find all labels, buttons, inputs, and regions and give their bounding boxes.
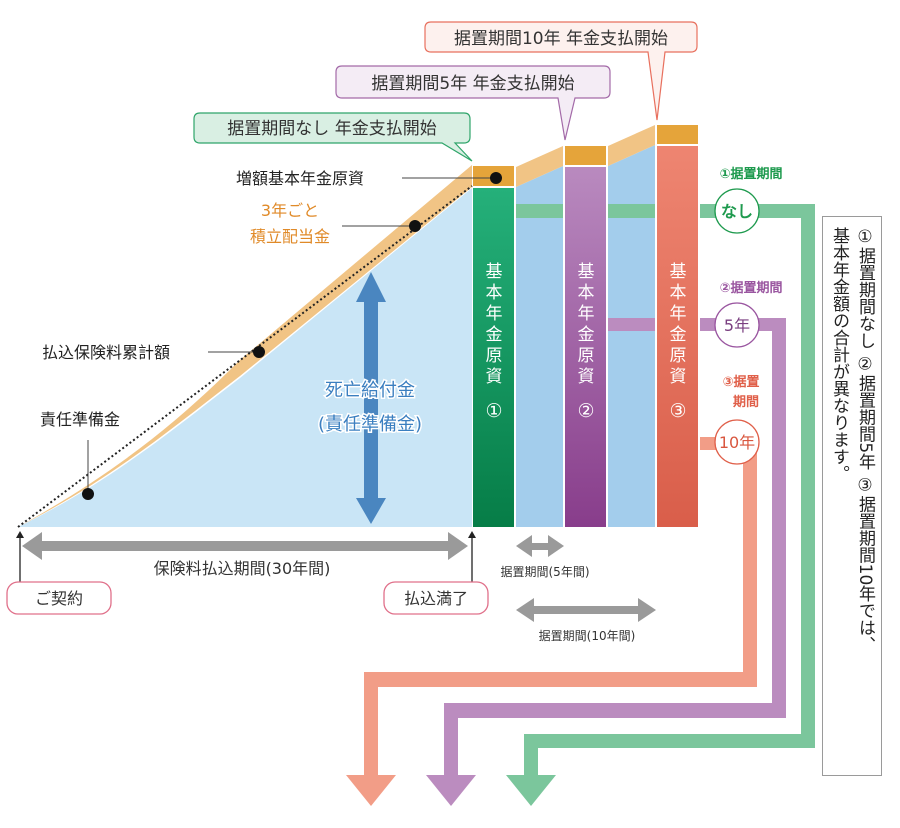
payment-complete-badge	[383, 581, 489, 615]
svg-text:資: 資	[578, 367, 595, 387]
cumulative-premium-label: 払込保険料累計額	[42, 343, 170, 362]
contract-marker	[16, 531, 24, 582]
death-benefit-label-1: 死亡給付金	[325, 380, 415, 401]
cumulative-premium-dot	[253, 346, 265, 358]
callout-5-bubble	[335, 65, 611, 141]
callout-10-bubble	[424, 21, 698, 121]
svg-text:本: 本	[670, 283, 687, 303]
green-down-arrow	[506, 775, 556, 806]
bar-3	[657, 146, 698, 527]
deferral-fill-10	[608, 145, 655, 527]
svg-text:金: 金	[578, 325, 595, 345]
bar-1	[473, 188, 514, 527]
deferral-5-label: 据置期間(5年間)	[501, 565, 590, 579]
option-3-title-1: ③据置	[722, 374, 759, 390]
svg-text:②: ②	[577, 400, 594, 422]
note-line-2: 基本年金額の合計が異なります。	[829, 227, 849, 482]
callout-10-text: 据置期間10年 年金支払開始	[454, 29, 668, 49]
option-3-value: 10年	[719, 433, 755, 452]
option-2-value: 5年	[724, 316, 750, 335]
increased-pension-dot	[490, 172, 502, 184]
bar-1-label: 基 本 年 金 原 資 ①	[485, 262, 502, 422]
svg-text:原: 原	[486, 346, 503, 366]
svg-text:③: ③	[669, 400, 686, 422]
option-none-circle	[714, 188, 760, 234]
callout-5-text: 据置期間5年 年金支払開始	[371, 74, 574, 94]
svg-text:資: 資	[486, 367, 503, 387]
bar-2-label: 基 本 年 金 原 資 ②	[577, 262, 594, 422]
bar-3-cap	[657, 125, 698, 144]
callout-none-bubble	[193, 112, 473, 162]
svg-text:原: 原	[670, 346, 687, 366]
svg-text:①: ①	[485, 400, 502, 422]
reserve-area	[18, 188, 472, 527]
svg-text:本: 本	[486, 283, 503, 303]
svg-text:基: 基	[486, 262, 503, 282]
option-10-circle	[714, 419, 760, 465]
deferral-10-label: 据置期間(10年間)	[539, 629, 636, 643]
svg-text:年: 年	[486, 304, 503, 324]
option-5-circle	[714, 302, 760, 348]
option-2-title: ②据置期間	[719, 280, 782, 296]
deferral-5-arrow	[516, 535, 564, 557]
svg-text:金: 金	[670, 325, 687, 345]
increased-pension-label: 増額基本年金原資	[236, 169, 364, 188]
bar-2-cap	[565, 146, 606, 165]
svg-text:年: 年	[578, 304, 595, 324]
reserve-dot	[82, 488, 94, 500]
callout-none-text: 据置期間なし 年金支払開始	[227, 119, 436, 139]
svg-text:基: 基	[578, 262, 595, 282]
payment-complete-label: 払込満了	[404, 589, 468, 608]
payment-period-arrow	[22, 532, 468, 560]
svg-text:資: 資	[670, 367, 687, 387]
svg-text:基: 基	[670, 262, 687, 282]
deferral-fill-5	[516, 166, 563, 527]
svg-text:金: 金	[486, 325, 503, 345]
svg-text:原: 原	[578, 346, 595, 366]
dividend-band-5	[516, 146, 563, 187]
purple-connector	[608, 318, 655, 331]
option-1-title: ①据置期間	[719, 166, 782, 182]
svg-text:年: 年	[670, 304, 687, 324]
note-box: ①据置期間なし ②据置期間5年 ③据置期間10年では、 基本年金額の合計が異なり…	[822, 216, 882, 776]
dividend-band-10	[608, 125, 655, 166]
option-1-value: なし	[721, 202, 753, 221]
contract-badge	[6, 581, 112, 615]
green-connector	[516, 204, 563, 218]
salmon-down-arrow	[346, 775, 396, 806]
reserve-label: 責任準備金	[40, 410, 120, 429]
dividend-label-2: 積立配当金	[250, 227, 330, 246]
payment-period-label: 保険料払込期間(30年間)	[154, 559, 331, 578]
svg-text:本: 本	[578, 283, 595, 303]
payment-complete-marker	[468, 531, 476, 582]
note-line-1: ①据置期間なし ②据置期間5年 ③据置期間10年では、	[855, 227, 875, 654]
death-benefit-arrow	[356, 272, 386, 524]
dividend-label-1: 3年ごと	[261, 201, 319, 220]
deferral-10-arrow	[516, 598, 656, 622]
bar-3-label: 基 本 年 金 原 資 ③	[669, 262, 686, 422]
contract-label: ご契約	[35, 589, 83, 608]
green-connector	[608, 204, 655, 218]
option-3-title-2: 期間	[733, 395, 759, 410]
dividend-dot	[409, 220, 421, 232]
death-benefit-label-2: (責任準備金)	[318, 414, 422, 435]
purple-down-arrow	[426, 775, 476, 806]
bar-2	[565, 167, 606, 527]
cumulative-premium-line	[17, 185, 473, 528]
